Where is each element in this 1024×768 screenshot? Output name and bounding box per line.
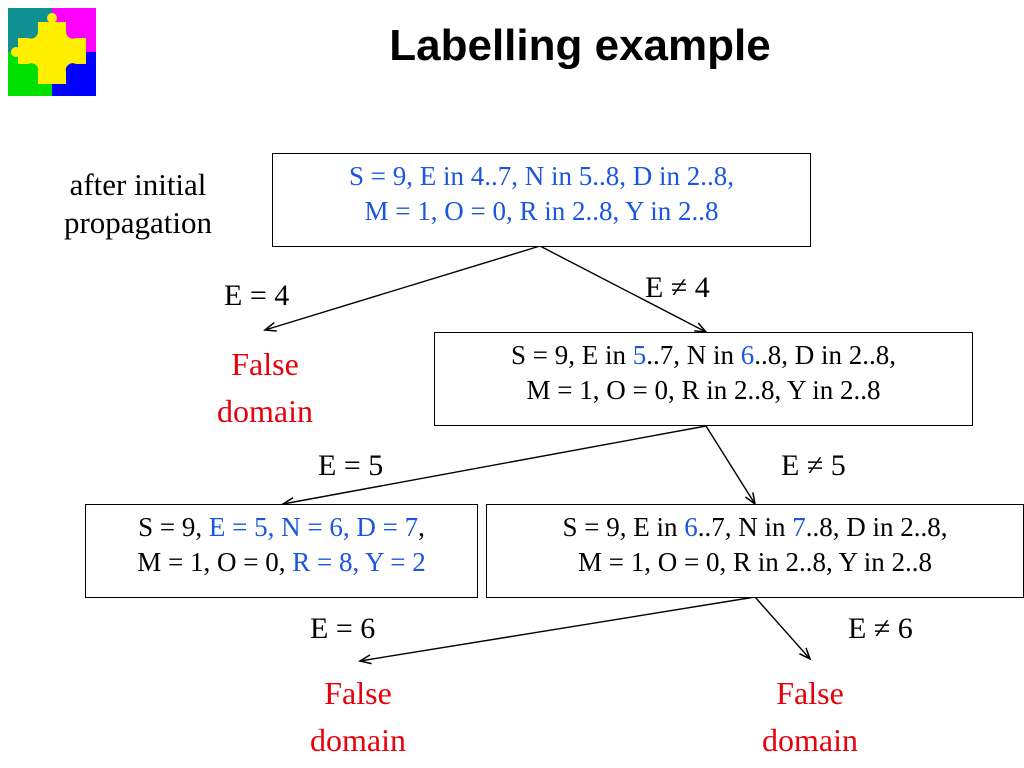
text-segment: M = 1, O = 0, xyxy=(137,547,293,577)
text-segment: , xyxy=(418,512,425,542)
note-line-1: after initial xyxy=(69,167,207,202)
text-segment: E = 5, N = 6, D = 7 xyxy=(208,512,419,542)
root-node-line-2: M = 1, O = 0, R in 2..8, Y in 2..8 xyxy=(273,194,810,229)
text-segment: 6 xyxy=(740,340,755,370)
text-segment: R = 8, Y = 2 xyxy=(292,547,426,577)
solution-node-line-1: S = 9, E = 5, N = 6, D = 7, xyxy=(86,510,477,545)
edge-ne6 xyxy=(754,596,812,661)
edge-label-e6: E = 6 xyxy=(310,612,376,645)
text-segment: S = 9, E in xyxy=(511,340,633,370)
false-domain-leaf-1-word-1: False xyxy=(231,346,299,382)
text-segment: M = 1, O = 0, R in 2..8, Y in 2..8 xyxy=(526,375,881,405)
note-line-2: propagation xyxy=(63,205,213,240)
node-e-not-5-line-1: S = 9, E in 6..7, N in 7..8, D in 2..8, xyxy=(487,510,1023,545)
edge-label-e5: E = 5 xyxy=(318,449,384,482)
text-segment: S = 9, xyxy=(138,512,209,542)
edge-ne5 xyxy=(705,425,757,506)
solution-node-line-2: M = 1, O = 0, R = 8, Y = 2 xyxy=(86,545,477,580)
false-domain-leaf-3-word-1: False xyxy=(776,675,844,711)
text-segment: S = 9, E in 4..7, N in 5..8, D in 2..8, xyxy=(349,161,734,191)
slide-title: Labelling example xyxy=(389,21,771,70)
text-segment: ..8, D in 2..8, xyxy=(805,512,948,542)
text-segment: 7 xyxy=(792,512,806,542)
node-e-not-5: S = 9, E in 6..7, N in 7..8, D in 2..8, … xyxy=(486,504,1024,598)
puzzle-logo-icon xyxy=(8,8,96,96)
false-domain-leaf-2-word-1: False xyxy=(324,675,392,711)
false-domain-leaf-3-word-2: domain xyxy=(762,722,858,758)
false-domain-leaf-1: False domain xyxy=(185,341,345,435)
edge-e6 xyxy=(357,596,756,665)
text-segment: 5 xyxy=(632,340,647,370)
text-segment: M = 1, O = 0, R in 2..8, Y in 2..8 xyxy=(364,196,719,226)
text-segment: ..8, D in 2..8, xyxy=(754,340,896,370)
node-e-not-4-line-1: S = 9, E in 5..7, N in 6..8, D in 2..8, xyxy=(435,338,972,373)
solution-node: S = 9, E = 5, N = 6, D = 7, M = 1, O = 0… xyxy=(85,504,478,598)
edge-e4 xyxy=(263,245,541,332)
edge-label-ne5: E ≠ 5 xyxy=(781,449,846,482)
edge-label-ne4: E ≠ 4 xyxy=(645,271,710,304)
text-segment: 6 xyxy=(684,512,698,542)
logo-knob-left xyxy=(11,47,21,57)
text-segment: S = 9, E in xyxy=(562,512,685,542)
false-domain-leaf-2: False domain xyxy=(278,670,438,764)
text-segment: M = 1, O = 0, R in 2..8, Y in 2..8 xyxy=(578,547,932,577)
logo-knob-top xyxy=(47,13,57,23)
node-e-not-4-line-2: M = 1, O = 0, R in 2..8, Y in 2..8 xyxy=(435,373,972,408)
text-segment: ..7, N in xyxy=(697,512,793,542)
node-e-not-4: S = 9, E in 5..7, N in 6..8, D in 2..8, … xyxy=(434,332,973,426)
text-segment: ..7, N in xyxy=(646,340,741,370)
logo-puzzle-piece xyxy=(18,22,86,84)
false-domain-leaf-3: False domain xyxy=(730,670,890,764)
root-node: S = 9, E in 4..7, N in 5..8, D in 2..8, … xyxy=(272,153,811,247)
false-domain-leaf-1-word-2: domain xyxy=(217,393,313,429)
edge-label-e4: E = 4 xyxy=(224,279,290,312)
node-e-not-5-line-2: M = 1, O = 0, R in 2..8, Y in 2..8 xyxy=(487,545,1023,580)
false-domain-leaf-2-word-2: domain xyxy=(310,722,406,758)
propagation-note: after initial propagation xyxy=(28,166,248,242)
edge-label-ne6: E ≠ 6 xyxy=(848,612,913,645)
root-node-line-1: S = 9, E in 4..7, N in 5..8, D in 2..8, xyxy=(273,159,810,194)
